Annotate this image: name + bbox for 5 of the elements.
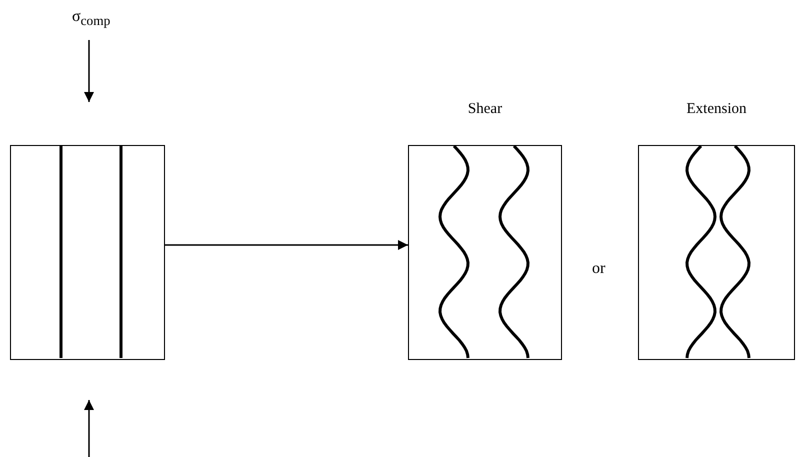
or-text: or	[592, 260, 606, 278]
arrow	[165, 240, 408, 250]
stress-label: σ$_{comp}$	[72, 8, 110, 30]
panel-title: Shear	[468, 101, 502, 118]
panel-title: Extension	[686, 101, 746, 118]
